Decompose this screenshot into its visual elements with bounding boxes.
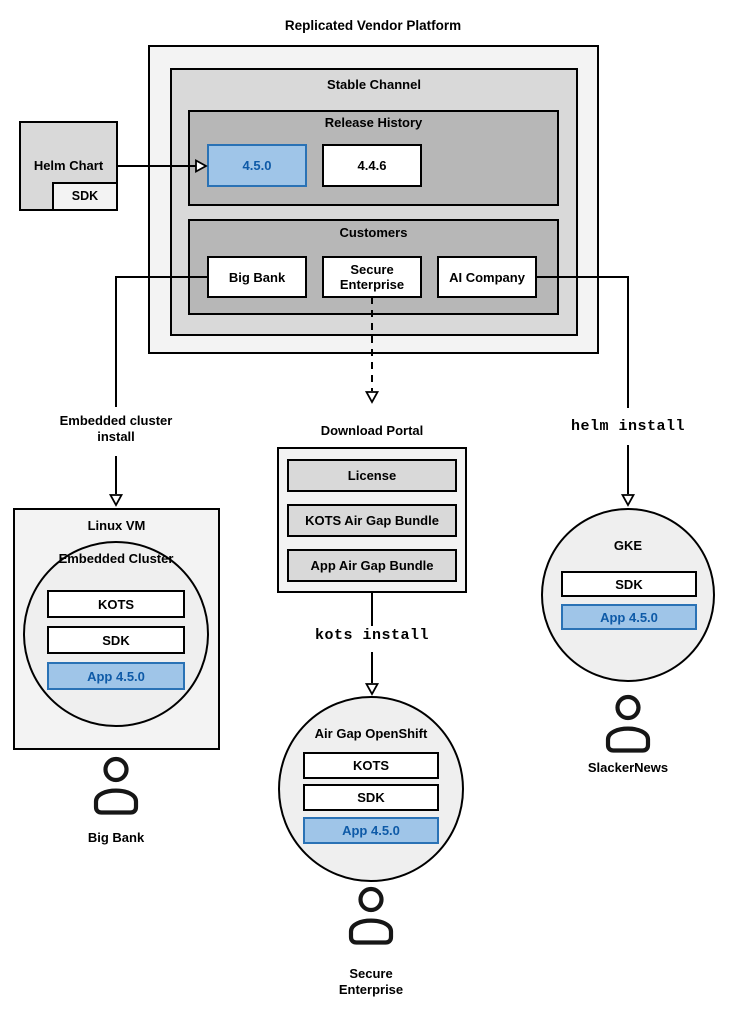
embedded-cluster-sdk-box: SDK <box>47 626 185 654</box>
gke-sdk-box: SDK <box>561 571 697 597</box>
release-4-4-6-box: 4.4.6 <box>322 144 422 187</box>
slackernews-persona-label: SlackerNews <box>587 760 669 775</box>
customer-big-bank-box: Big Bank <box>207 256 307 298</box>
helm-install-command-label: helm install <box>570 418 686 435</box>
customer-ai-company-box: AI Company <box>437 256 537 298</box>
diagram-title: Replicated Vendor Platform <box>284 18 462 33</box>
embedded-install-arrowhead-icon <box>108 494 124 507</box>
secure-enterprise-user-icon <box>348 886 394 945</box>
portal-app-airgap-bundle-box: App Air Gap Bundle <box>287 549 457 582</box>
stable-channel-label: Stable Channel <box>327 77 421 92</box>
openshift-app-box: App 4.5.0 <box>303 817 439 844</box>
helm-chart-sdk-box: SDK <box>52 182 118 211</box>
customer-secure-enterprise-box: Secure Enterprise <box>322 256 422 298</box>
release-history-label: Release History <box>324 115 423 130</box>
kots-install-command-label: kots install <box>314 627 430 644</box>
gke-app-box: App 4.5.0 <box>561 604 697 630</box>
kots-install-arrowhead-icon <box>364 683 380 696</box>
openshift-kots-box: KOTS <box>303 752 439 779</box>
portal-license-box: License <box>287 459 457 492</box>
embedded-cluster-label: Embedded Cluster <box>58 551 174 566</box>
openshift-sdk-box: SDK <box>303 784 439 811</box>
embedded-cluster-install-label: Embedded cluster install <box>59 413 173 444</box>
big-bank-user-icon <box>93 756 139 815</box>
helm-install-arrowhead-icon <box>620 494 636 507</box>
helm-chart-label: Helm Chart <box>33 158 104 173</box>
download-portal-arrowhead-icon <box>364 391 380 404</box>
download-portal-label: Download Portal <box>320 423 424 438</box>
embedded-cluster-app-box: App 4.5.0 <box>47 662 185 690</box>
airgap-openshift-label: Air Gap OpenShift <box>314 726 428 741</box>
embedded-cluster-kots-box: KOTS <box>47 590 185 618</box>
portal-kots-airgap-bundle-box: KOTS Air Gap Bundle <box>287 504 457 537</box>
gke-label: GKE <box>613 538 643 553</box>
release-4-5-0-box: 4.5.0 <box>207 144 307 187</box>
slackernews-user-icon <box>605 694 651 753</box>
big-bank-persona-label: Big Bank <box>87 830 145 845</box>
customers-label: Customers <box>339 225 408 240</box>
secure-enterprise-persona-label: Secure Enterprise <box>338 966 404 997</box>
linux-vm-label: Linux VM <box>87 518 146 533</box>
